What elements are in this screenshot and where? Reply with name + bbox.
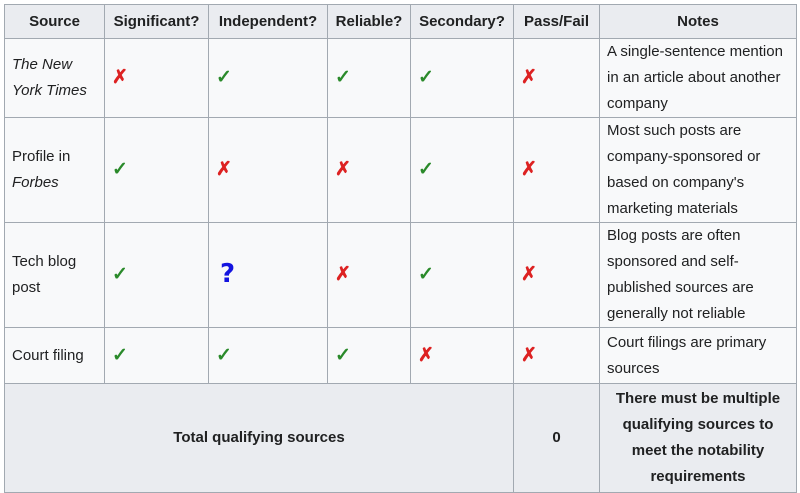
table-row: Court filing ✓ ✓ ✓ ✗ ✗ Court filings are prima… <box>4 327 797 384</box>
cross-icon: ✗ <box>521 67 537 88</box>
independent-cell: ✓ <box>208 38 328 118</box>
column-header-secondary: Secondary? <box>410 4 514 39</box>
secondary-cell: ✓ <box>410 117 514 223</box>
significant-cell: ✓ <box>104 117 209 223</box>
secondary-cell: ✗ <box>410 327 514 384</box>
notes-cell: Court filings are primary sources <box>599 327 797 384</box>
column-header-independent: Independent? <box>208 4 328 39</box>
pass-fail-cell: ✗ <box>513 117 600 223</box>
reliable-cell: ✓ <box>327 327 411 384</box>
source-cell: The New York Times <box>4 38 105 118</box>
table-row: Profile in Forbes ✓ ✗ ✗ ✓ ✗ Most such posts ar… <box>4 117 797 223</box>
source-name: The New York Times <box>12 56 87 99</box>
source-name: Tech blog post <box>12 253 77 296</box>
significant-cell: ✓ <box>104 327 209 384</box>
significant-cell: ✓ <box>104 222 209 328</box>
reliable-cell: ✗ <box>327 222 411 328</box>
column-header-source: Source <box>4 4 105 39</box>
checkmark-icon: ✓ <box>112 159 128 180</box>
header-row: Source Significant? Independent? Reliabl… <box>4 4 797 39</box>
table-row: The New York Times ✗ ✓ ✓ ✓ ✗ A single-sentence… <box>4 38 797 118</box>
total-value: 0 <box>513 383 600 493</box>
table-body: The New York Times ✗ ✓ ✓ ✓ ✗ A single-sentence… <box>4 38 797 384</box>
checkmark-icon: ✓ <box>335 67 351 88</box>
total-label: Total qualifying sources <box>4 383 514 493</box>
secondary-cell: ✓ <box>410 222 514 328</box>
checkmark-icon: ✓ <box>112 264 128 285</box>
total-row: Total qualifying sources 0 There must be… <box>4 383 797 493</box>
pass-fail-cell: ✗ <box>513 38 600 118</box>
reliable-cell: ✓ <box>327 38 411 118</box>
significant-cell: ✗ <box>104 38 209 118</box>
independent-cell: ? <box>208 222 328 328</box>
checkmark-icon: ✓ <box>216 344 232 366</box>
table-row: Tech blog post ✓? ✗ ✓ ✗ Blog posts are often … <box>4 222 797 328</box>
checkmark-icon: ✓ <box>418 159 434 180</box>
cross-icon: ✗ <box>335 159 351 180</box>
column-header-reliable: Reliable? <box>327 4 411 39</box>
source-name: Profile in <box>12 148 71 165</box>
checkmark-icon: ✓ <box>335 344 351 366</box>
cross-icon: ✗ <box>112 67 128 88</box>
pass-fail-cell: ✗ <box>513 222 600 328</box>
question-mark-icon: ? <box>220 258 236 289</box>
independent-cell: ✓ <box>208 327 328 384</box>
source-assessment-table: Source Significant? Independent? Reliabl… <box>4 4 797 493</box>
checkmark-icon: ✓ <box>418 67 434 88</box>
total-note: There must be multiple qualifying source… <box>599 383 797 493</box>
secondary-cell: ✓ <box>410 38 514 118</box>
source-name: Court filing <box>12 346 84 364</box>
checkmark-icon: ✓ <box>418 264 434 285</box>
cross-icon: ✗ <box>216 159 232 180</box>
source-cell: Tech blog post <box>4 222 105 328</box>
column-header-significant: Significant? <box>104 4 209 39</box>
reliable-cell: ✗ <box>327 117 411 223</box>
cross-icon: ✗ <box>418 344 434 366</box>
source-cell: Court filing <box>4 327 105 384</box>
cross-icon: ✗ <box>521 159 537 180</box>
source-name: Forbes <box>12 174 59 191</box>
column-header-notes: Notes <box>599 4 797 39</box>
cross-icon: ✗ <box>521 344 537 366</box>
checkmark-icon: ✓ <box>216 67 232 88</box>
pass-fail-cell: ✗ <box>513 327 600 384</box>
notes-cell: Most such posts are company-sponsored or… <box>599 117 797 223</box>
cross-icon: ✗ <box>521 264 537 285</box>
independent-cell: ✗ <box>208 117 328 223</box>
checkmark-icon: ✓ <box>112 344 128 366</box>
source-cell: Profile in Forbes <box>4 117 105 223</box>
notes-cell: Blog posts are often sponsored and self-… <box>599 222 797 328</box>
column-header-pass-fail: Pass/Fail <box>513 4 600 39</box>
cross-icon: ✗ <box>335 264 351 285</box>
notes-cell: A single-sentence mention in an article … <box>599 38 797 118</box>
